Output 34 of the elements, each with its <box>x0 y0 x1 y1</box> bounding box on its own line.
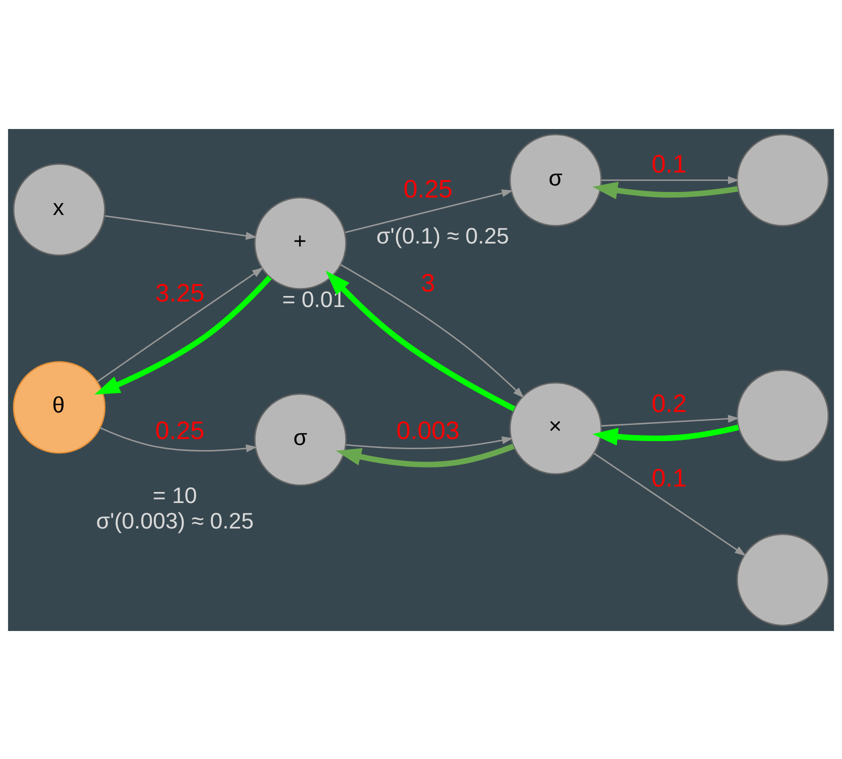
arrow <box>592 181 738 199</box>
node-circle: σ <box>509 133 602 226</box>
node-circle <box>736 133 830 226</box>
arrow <box>594 452 746 556</box>
arrow <box>94 274 272 394</box>
node-label: σ'(0.003) ≈ 0.25 <box>96 508 254 533</box>
edge-label: 0.1 <box>652 464 687 492</box>
edge-label: 3 <box>420 269 436 298</box>
arrow <box>100 426 258 452</box>
node-label: = 10 <box>152 482 198 508</box>
node-circle: σ <box>254 392 347 486</box>
arrow <box>104 214 258 240</box>
edge-label: 0.25 <box>403 175 453 204</box>
arrow <box>345 188 514 233</box>
node-label: σ'(0.1) ≈ 0.25 <box>376 223 510 248</box>
arrow <box>346 436 514 449</box>
node-circle <box>736 368 830 462</box>
arrow <box>340 264 524 398</box>
edge-label: 0.1 <box>652 150 687 178</box>
edge-label: 0.25 <box>155 416 204 444</box>
arrow <box>601 414 740 426</box>
node-circle: θ <box>12 360 106 454</box>
edge-label: 0.2 <box>652 390 687 418</box>
edge-label: 3.25 <box>155 278 204 307</box>
node-circle <box>736 533 830 626</box>
arrow <box>601 176 740 184</box>
arrow <box>97 266 264 382</box>
arrow <box>592 424 739 446</box>
node-circle: x <box>12 162 106 256</box>
arrow <box>336 443 515 467</box>
node-circle: × <box>509 382 602 474</box>
node-circle: + <box>254 196 347 290</box>
arrow <box>326 270 516 411</box>
edge-label: 0.003 <box>396 416 460 444</box>
